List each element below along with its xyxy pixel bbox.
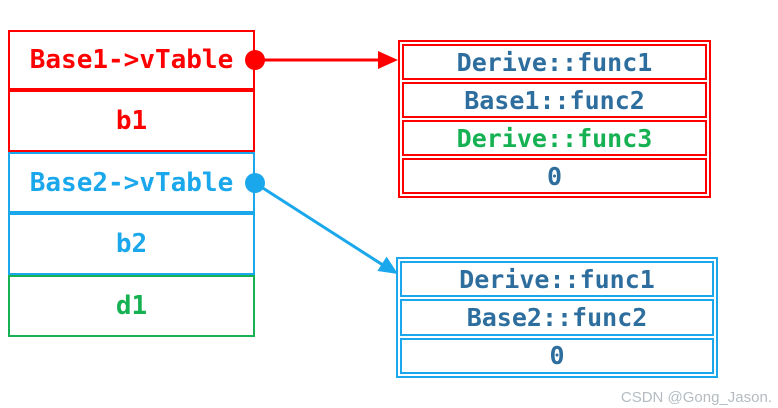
vtable-entry: Base2::func2 — [400, 299, 714, 336]
object-row-base1-vtable: Base1->vTable — [8, 30, 255, 90]
base1-vtable-pointer-arrow — [245, 50, 398, 70]
vtable-entry-label: 0 — [546, 161, 563, 191]
vtable-entry: Derive::func3 — [402, 120, 707, 156]
object-row-label: b2 — [115, 229, 148, 259]
object-row-label: d1 — [115, 291, 148, 321]
arrowhead-icon — [377, 256, 398, 274]
object-row-b2: b2 — [8, 213, 255, 275]
object-memory-layout: Base1->vTable b1 Base2->vTable b2 d1 — [8, 30, 255, 337]
vtable-entry: Derive::func1 — [400, 261, 714, 298]
vtable-entry-label: Derive::func3 — [456, 123, 653, 153]
vtable-base2: Derive::func1 Base2::func2 0 — [396, 257, 718, 378]
vtable-entry: Base1::func2 — [402, 82, 707, 118]
object-row-label: b1 — [115, 106, 148, 136]
watermark: CSDN @Gong_Jason. — [620, 389, 772, 406]
vtable-entry: Derive::func1 — [402, 44, 707, 80]
vtable-entry-label: Derive::func1 — [456, 47, 653, 77]
object-row-d1: d1 — [8, 275, 255, 337]
vtable-entry-label: Derive::func1 — [459, 264, 655, 294]
vtable-base1: Derive::func1 Base1::func2 Derive::func3… — [398, 40, 711, 198]
object-row-base2-vtable: Base2->vTable — [8, 152, 255, 213]
vtable-entry-label: 0 — [549, 341, 565, 371]
object-row-label: Base2->vTable — [29, 167, 234, 198]
object-row-label: Base1->vTable — [29, 45, 234, 75]
object-row-b1: b1 — [8, 90, 255, 152]
vtable-entry-label: Base2::func2 — [466, 302, 648, 332]
arrowhead-icon — [378, 51, 398, 69]
vtable-entry: 0 — [402, 158, 707, 194]
vtable-entry: 0 — [400, 337, 714, 374]
base2-vtable-pointer-arrow — [245, 173, 398, 274]
vtable-entry-label: Base1::func2 — [464, 85, 645, 115]
